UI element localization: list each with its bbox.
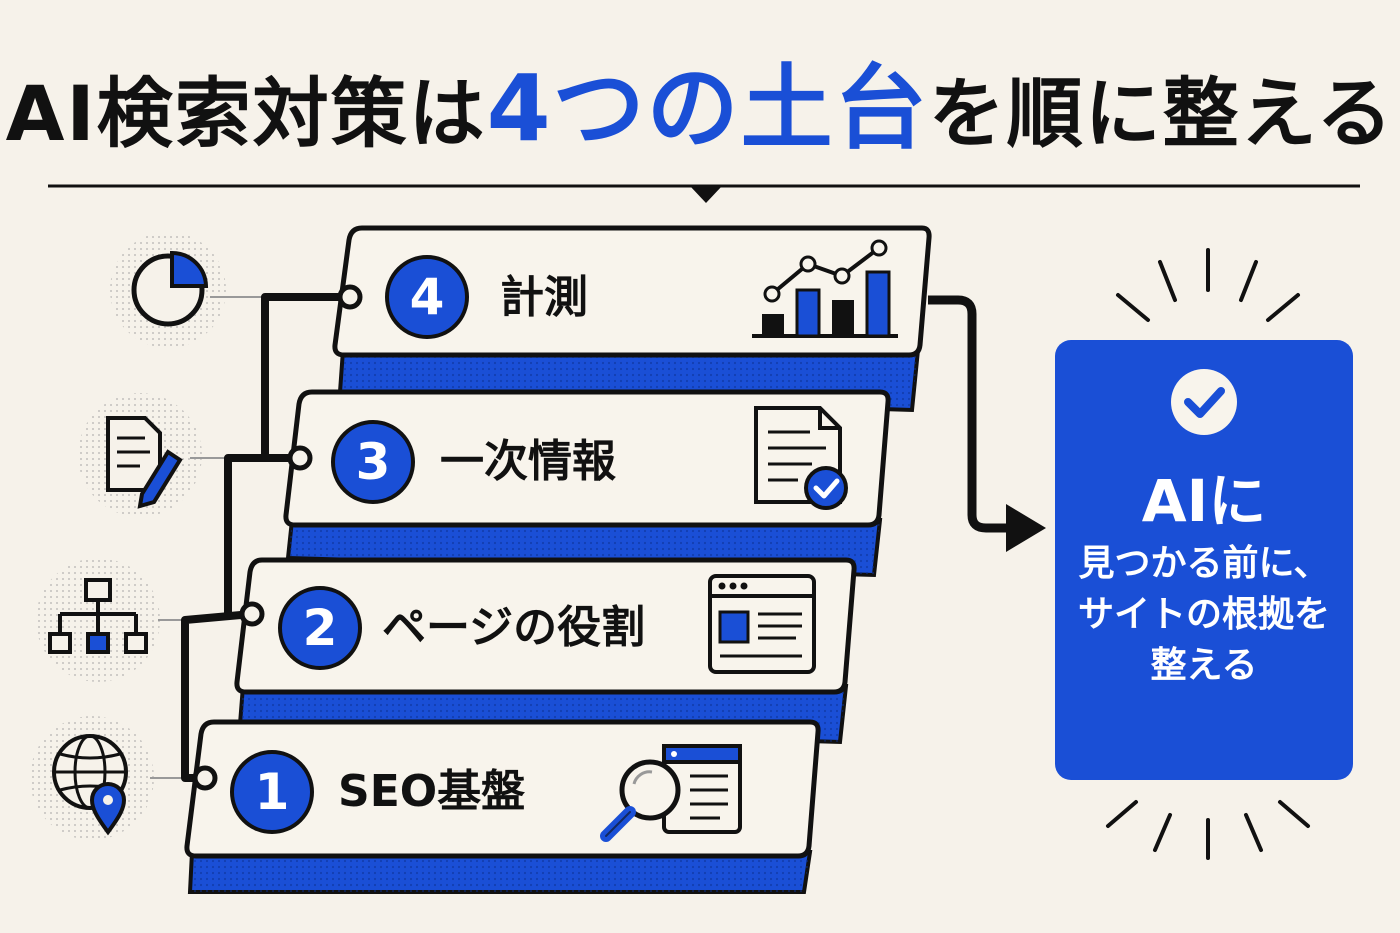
title-highlight: 4つの土台 (486, 55, 929, 162)
step-label-4: 計測 (500, 272, 588, 323)
title-divider (48, 184, 1360, 203)
step-badge-3 (331, 420, 415, 504)
sitemap-icon (36, 558, 160, 682)
bar-line-chart-icon (752, 239, 898, 338)
result-line-4: 整える (1150, 645, 1258, 687)
document-pen-icon (78, 393, 202, 517)
step-badge-2 (278, 586, 362, 670)
step-number-2: 2 (302, 599, 338, 657)
step-badge-1 (230, 750, 314, 834)
result-line-2: 見つかる前に、 (1078, 542, 1330, 584)
result-box (1055, 340, 1353, 780)
webpage-layout-icon (708, 574, 816, 674)
step-card-1 (184, 719, 821, 894)
step-number-3: 3 (355, 433, 391, 491)
emphasis-rays-top (1116, 248, 1300, 322)
step-label-3: 一次情報 (440, 436, 616, 487)
step-badge-4 (385, 255, 469, 339)
result-line-3: サイトの根拠を (1077, 593, 1330, 635)
check-circle-icon (1171, 369, 1237, 435)
search-document-icon (600, 744, 742, 842)
step-number-1: 1 (254, 763, 290, 821)
step-label-2: ページの役割 (382, 602, 646, 653)
title-suffix: を順に整える (928, 69, 1395, 158)
page-title: AI検索対策は4つの土台を順に整える (0, 54, 1400, 169)
emphasis-rays-bottom (1106, 800, 1310, 860)
step-label-1: SEO基盤 (338, 766, 526, 817)
title-prefix: AI検索対策は (5, 69, 487, 158)
connector-dots (192, 284, 363, 791)
pie-chart-icon (110, 232, 226, 348)
globe-location-icon (30, 716, 154, 840)
document-check-icon (754, 406, 848, 510)
result-text: AIに 見つかる前に、 サイトの根拠を 整える (1055, 467, 1353, 691)
result-arrow (928, 295, 1046, 552)
step-number-4: 4 (409, 268, 445, 326)
result-line-1: AIに (1141, 467, 1267, 535)
